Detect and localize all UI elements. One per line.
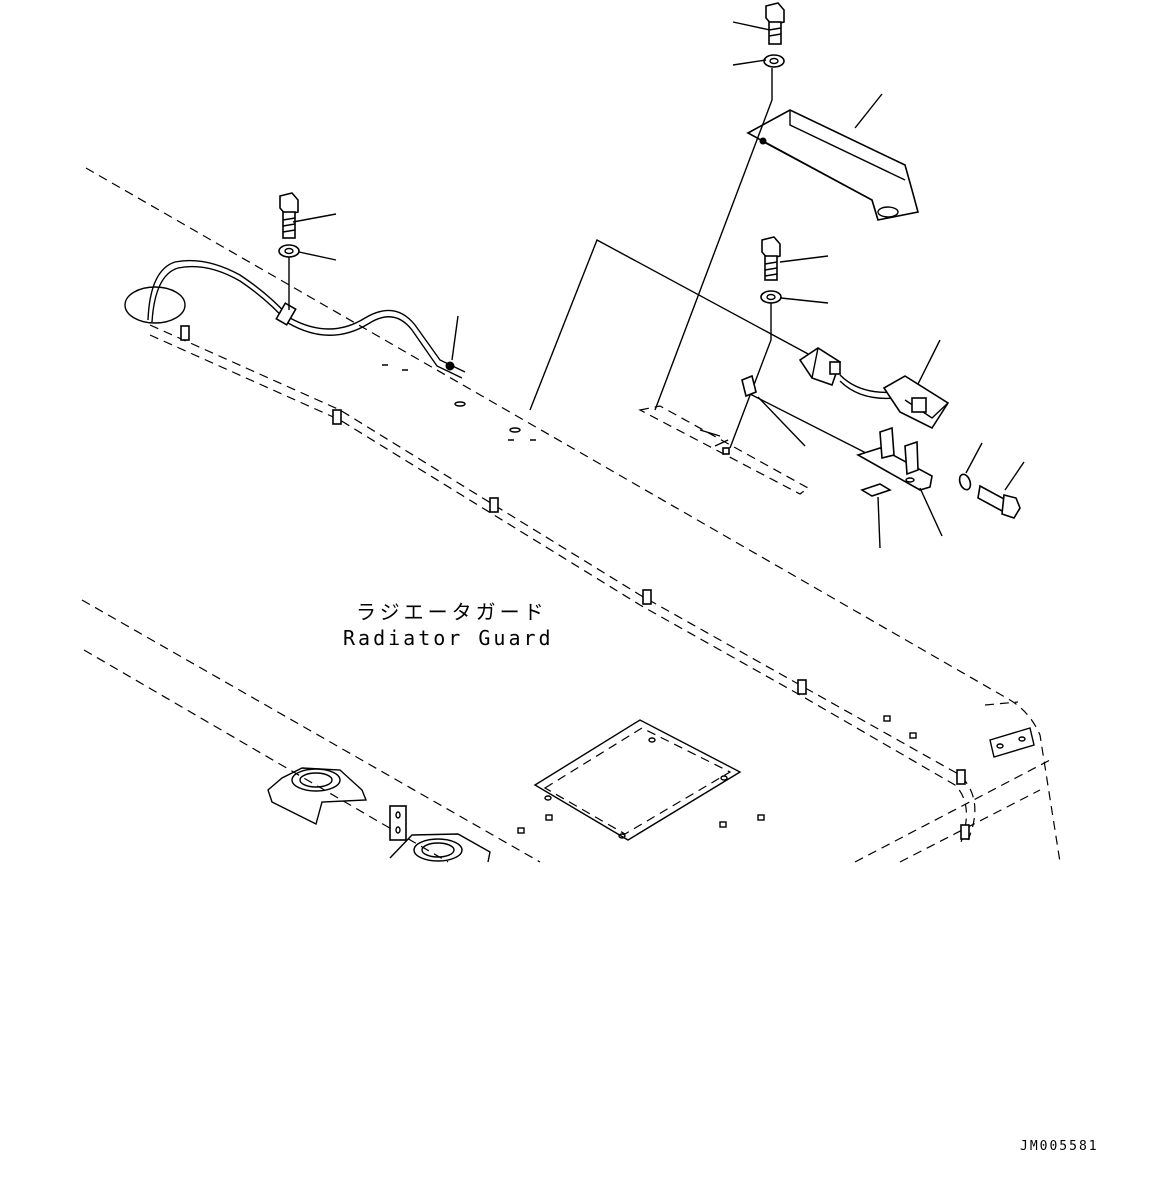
mounting-plate <box>638 405 810 495</box>
spacer-plate <box>860 483 892 497</box>
sensor-cover <box>746 109 919 221</box>
part-name-japanese: ラジエータガード <box>356 600 548 624</box>
harness-cable-lower <box>149 324 976 846</box>
leader-lines <box>292 21 1025 549</box>
bolt-middle <box>761 236 781 281</box>
clamp <box>741 374 757 398</box>
drawing-number: JM005581 <box>1020 1139 1099 1154</box>
sensor-bracket <box>856 426 933 491</box>
bolt-left <box>279 192 299 239</box>
harness-cable-upper <box>124 259 466 379</box>
washer-middle <box>760 290 782 304</box>
washer-top <box>763 54 785 68</box>
guard-details <box>382 364 1035 834</box>
cable-clip <box>180 325 970 840</box>
radiator-guard-outline <box>81 167 1061 863</box>
part-name-english: Radiator Guard <box>343 626 554 650</box>
sensor-unit <box>882 375 950 430</box>
lower-port-right <box>389 805 491 863</box>
washer-right <box>958 473 972 491</box>
bolt-right <box>977 484 1021 519</box>
access-panel <box>533 719 742 841</box>
lower-port-left <box>267 767 368 826</box>
ground-terminal <box>445 361 455 371</box>
sensor-connector <box>798 347 841 387</box>
bolt-top <box>765 2 785 45</box>
washer-left <box>278 244 300 258</box>
